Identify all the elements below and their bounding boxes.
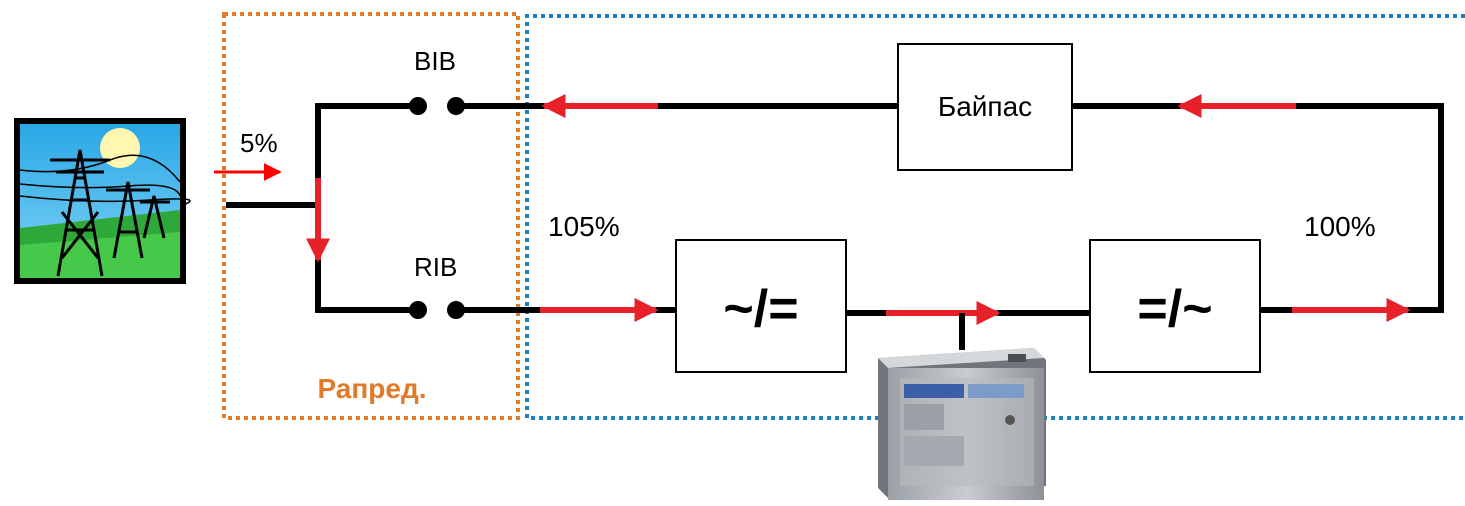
rectifier-input-percent-label: 105% xyxy=(548,211,620,242)
input-percent-label: 5% xyxy=(240,128,278,158)
rib-label: RIB xyxy=(414,252,457,282)
bypass-label: Байпас xyxy=(938,91,1032,122)
rectifier-label: ~/= xyxy=(723,280,798,338)
battery-icon xyxy=(878,348,1046,500)
bypass-box xyxy=(897,43,1073,171)
bib-contact-left xyxy=(409,97,427,115)
rectifier-box xyxy=(675,239,847,373)
output-percent-label: 100% xyxy=(1304,211,1376,242)
bib-label: BIB xyxy=(414,46,456,76)
inverter-box xyxy=(1089,239,1261,373)
power-transmission-towers-icon xyxy=(14,118,191,284)
inverter-label: =/~ xyxy=(1137,280,1212,338)
distribution-region-border xyxy=(222,12,520,420)
rib-contact-left xyxy=(409,301,427,319)
distribution-label: Рапред. xyxy=(317,373,426,404)
